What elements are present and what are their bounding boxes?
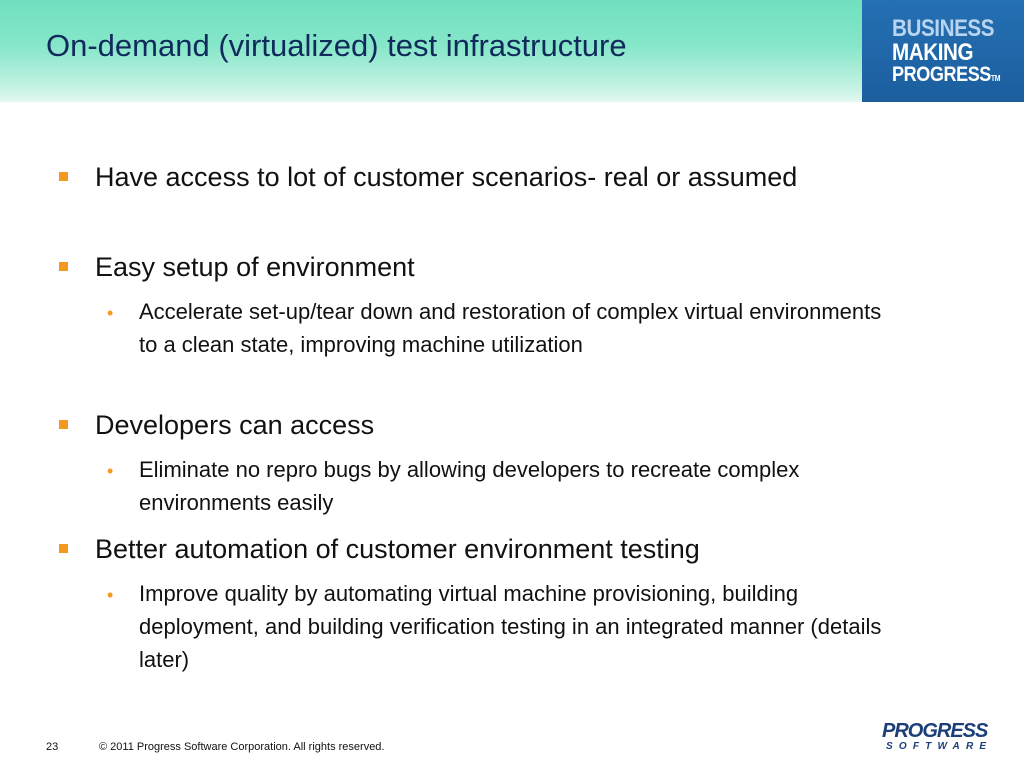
bullet-item-1: Have access to lot of customer scenarios… <box>95 162 798 192</box>
square-bullet-icon <box>59 172 68 181</box>
brand-line-business: BUSINESS <box>892 15 995 42</box>
progress-software-logo: PROGRESS SOFTWARE <box>882 720 994 756</box>
brand-line-progress-text: PROGRESS <box>892 63 991 86</box>
copyright-notice: © 2011 Progress Software Corporation. Al… <box>99 741 385 753</box>
round-bullet-icon: • <box>107 303 114 323</box>
title-bar: On-demand (virtualized) test infrastruct… <box>0 0 862 102</box>
bullet-item-4: Better automation of customer environmen… <box>95 534 700 564</box>
brand-line-making: MAKING <box>892 39 974 66</box>
round-bullet-icon: • <box>107 461 114 481</box>
page-number: 23 <box>46 741 59 753</box>
square-bullet-icon <box>59 420 68 429</box>
square-bullet-icon <box>59 262 68 271</box>
logo-sub-text: SOFTWARE <box>886 741 993 752</box>
sub-bullet-item-1: Accelerate set-up/tear down and restorat… <box>139 299 882 357</box>
brand-badge: BUSINESS MAKING PROGRESSTM <box>862 0 1024 102</box>
brand-line-progress: PROGRESSTM <box>892 63 1000 91</box>
bullet-item-3: Developers can access <box>95 410 375 440</box>
square-bullet-icon <box>59 544 68 553</box>
sub-bullet-item-2: Eliminate no repro bugs by allowing deve… <box>139 457 800 515</box>
logo-main-text: PROGRESS <box>882 720 988 742</box>
sub-bullet-item-3: Improve quality by automating virtual ma… <box>139 581 882 672</box>
bullet-item-2: Easy setup of environment <box>95 252 415 282</box>
round-bullet-icon: • <box>107 585 114 605</box>
trademark-mark: TM <box>990 74 1001 83</box>
slide-title: On-demand (virtualized) test infrastruct… <box>46 28 627 63</box>
